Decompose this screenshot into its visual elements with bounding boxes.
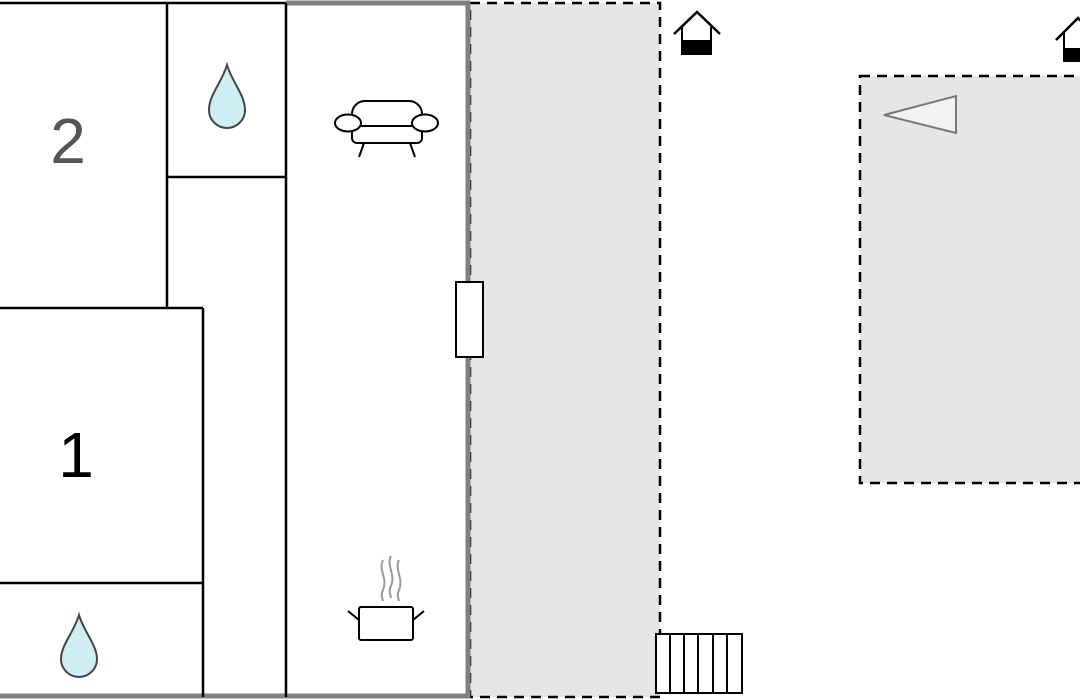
terrace-area [468, 1, 662, 699]
stairs-icon [655, 633, 743, 694]
triangle-marker-icon [883, 94, 957, 135]
interior-walls [0, 3, 288, 697]
door-icon [455, 281, 484, 358]
house-icon [673, 10, 721, 55]
water-drop-icon [207, 61, 247, 129]
house-icon [1055, 16, 1080, 62]
room-number-1: 1 [58, 419, 94, 491]
water-drop-icon [59, 611, 99, 678]
cooking-pot-icon [347, 555, 425, 641]
sofa-icon [334, 100, 439, 158]
outdoor-area [858, 74, 1080, 485]
room-number-2: 2 [50, 105, 86, 177]
